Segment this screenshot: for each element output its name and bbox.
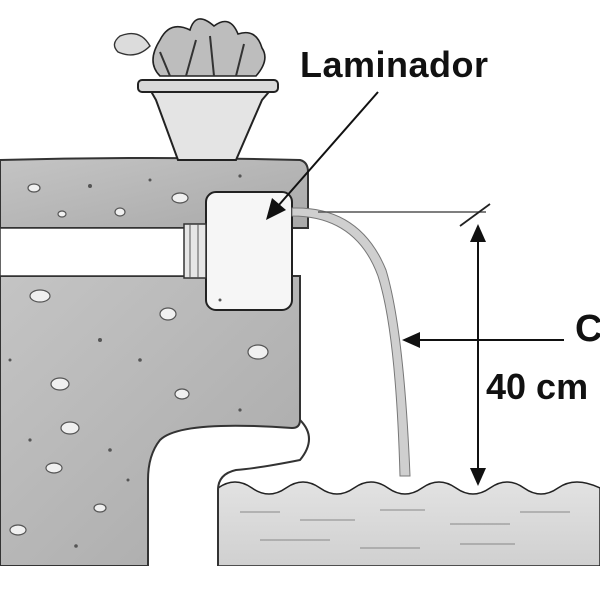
pipe-connector xyxy=(183,223,207,279)
water-stream xyxy=(291,207,411,477)
water-ripples xyxy=(240,509,570,549)
water-pool xyxy=(217,481,600,567)
basin-edge xyxy=(217,419,310,566)
lower-wall xyxy=(0,275,301,567)
tick-top xyxy=(459,203,491,227)
stream-arrowhead xyxy=(402,332,420,348)
laminador-pointer xyxy=(277,91,379,207)
height-label: 40 cm xyxy=(486,366,589,407)
channel-gap xyxy=(0,227,187,277)
pebble-texture xyxy=(9,183,269,536)
height-arrow-top xyxy=(470,224,486,242)
laminador-label: Laminador xyxy=(300,44,489,85)
stream-label: C xyxy=(575,308,600,350)
height-arrow-bottom xyxy=(470,468,486,486)
stone-speckles xyxy=(8,174,242,548)
potted-plant-icon xyxy=(113,18,279,161)
laminador-arrowhead xyxy=(266,198,286,220)
